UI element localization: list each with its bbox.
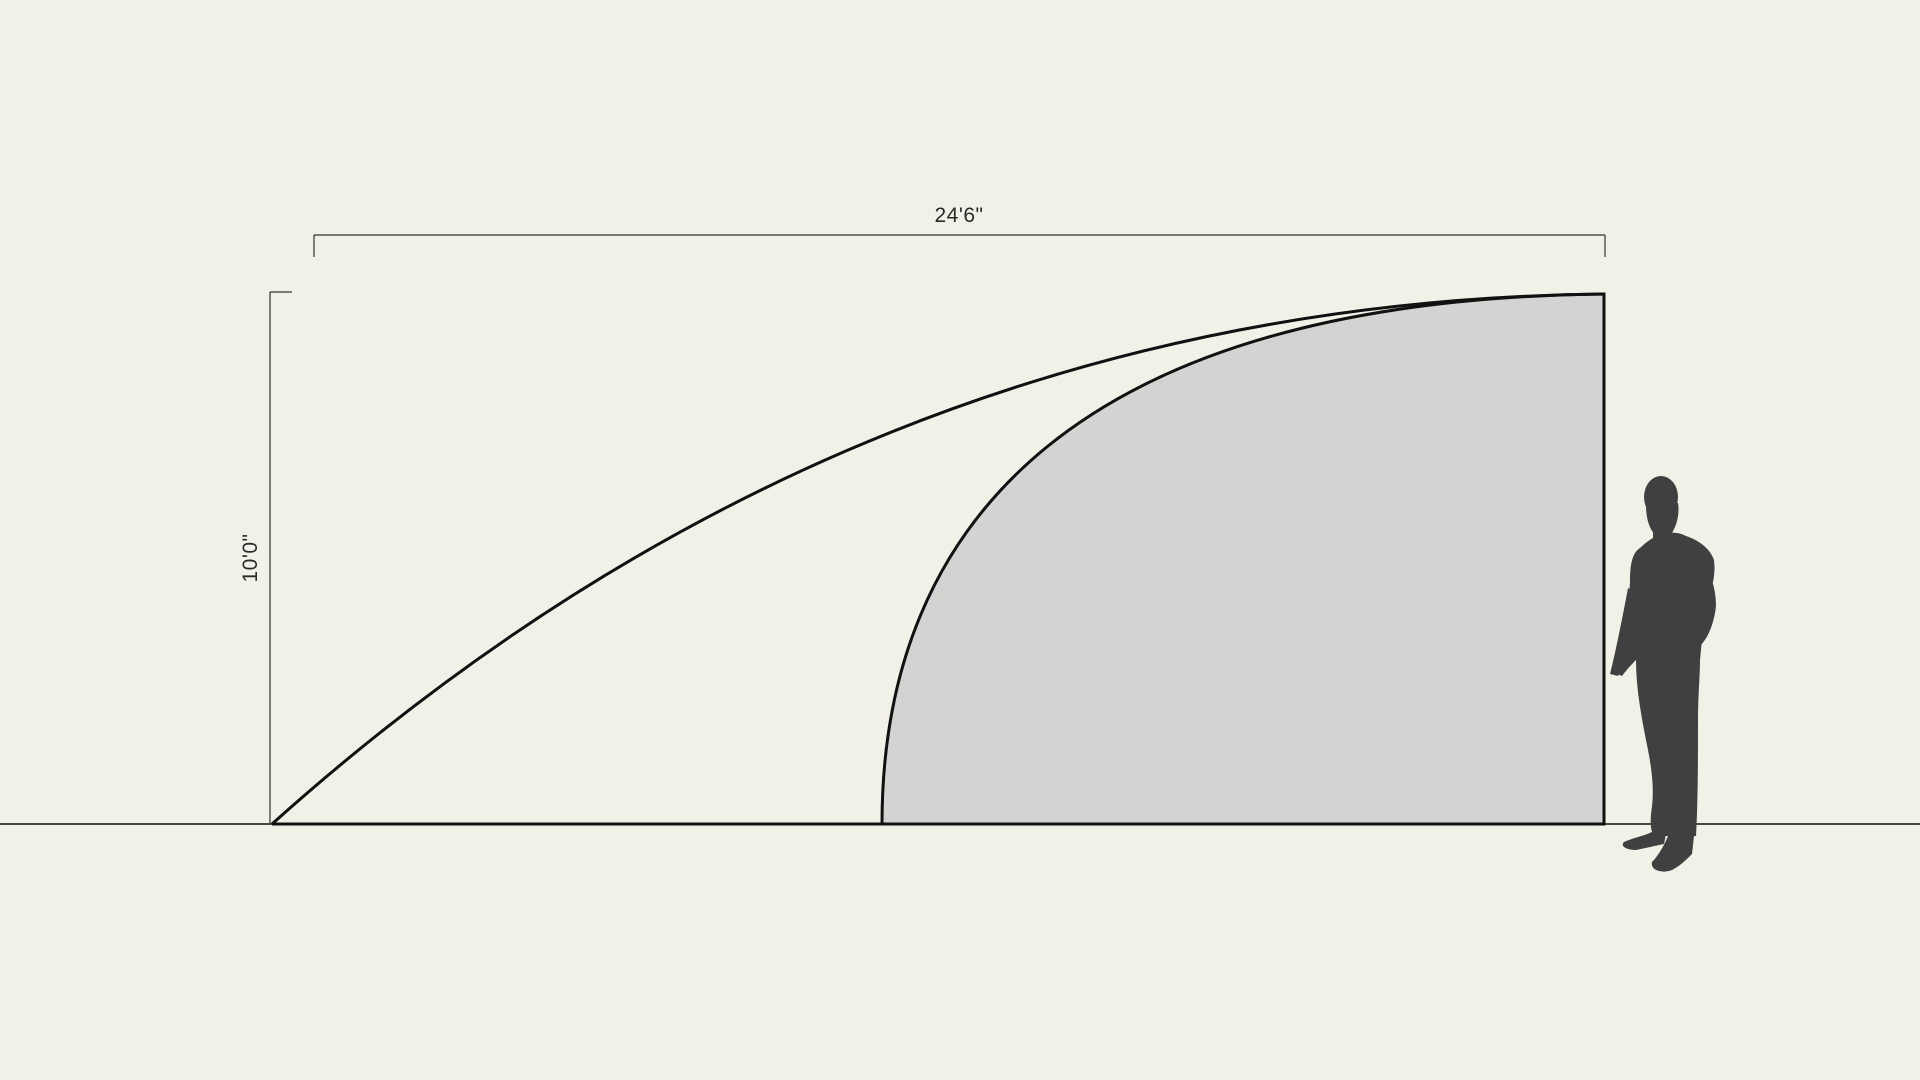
- height-dimension: 10'0": [239, 291, 292, 824]
- shaded-region: [880, 292, 1606, 826]
- width-dimension-label: 24'6": [934, 204, 983, 227]
- standing-person-silhouette-icon: [1610, 476, 1716, 872]
- outer-curve: [270, 292, 1605, 826]
- width-dimension: 24'6": [313, 204, 1606, 257]
- height-dimension-label: 10'0": [239, 533, 262, 582]
